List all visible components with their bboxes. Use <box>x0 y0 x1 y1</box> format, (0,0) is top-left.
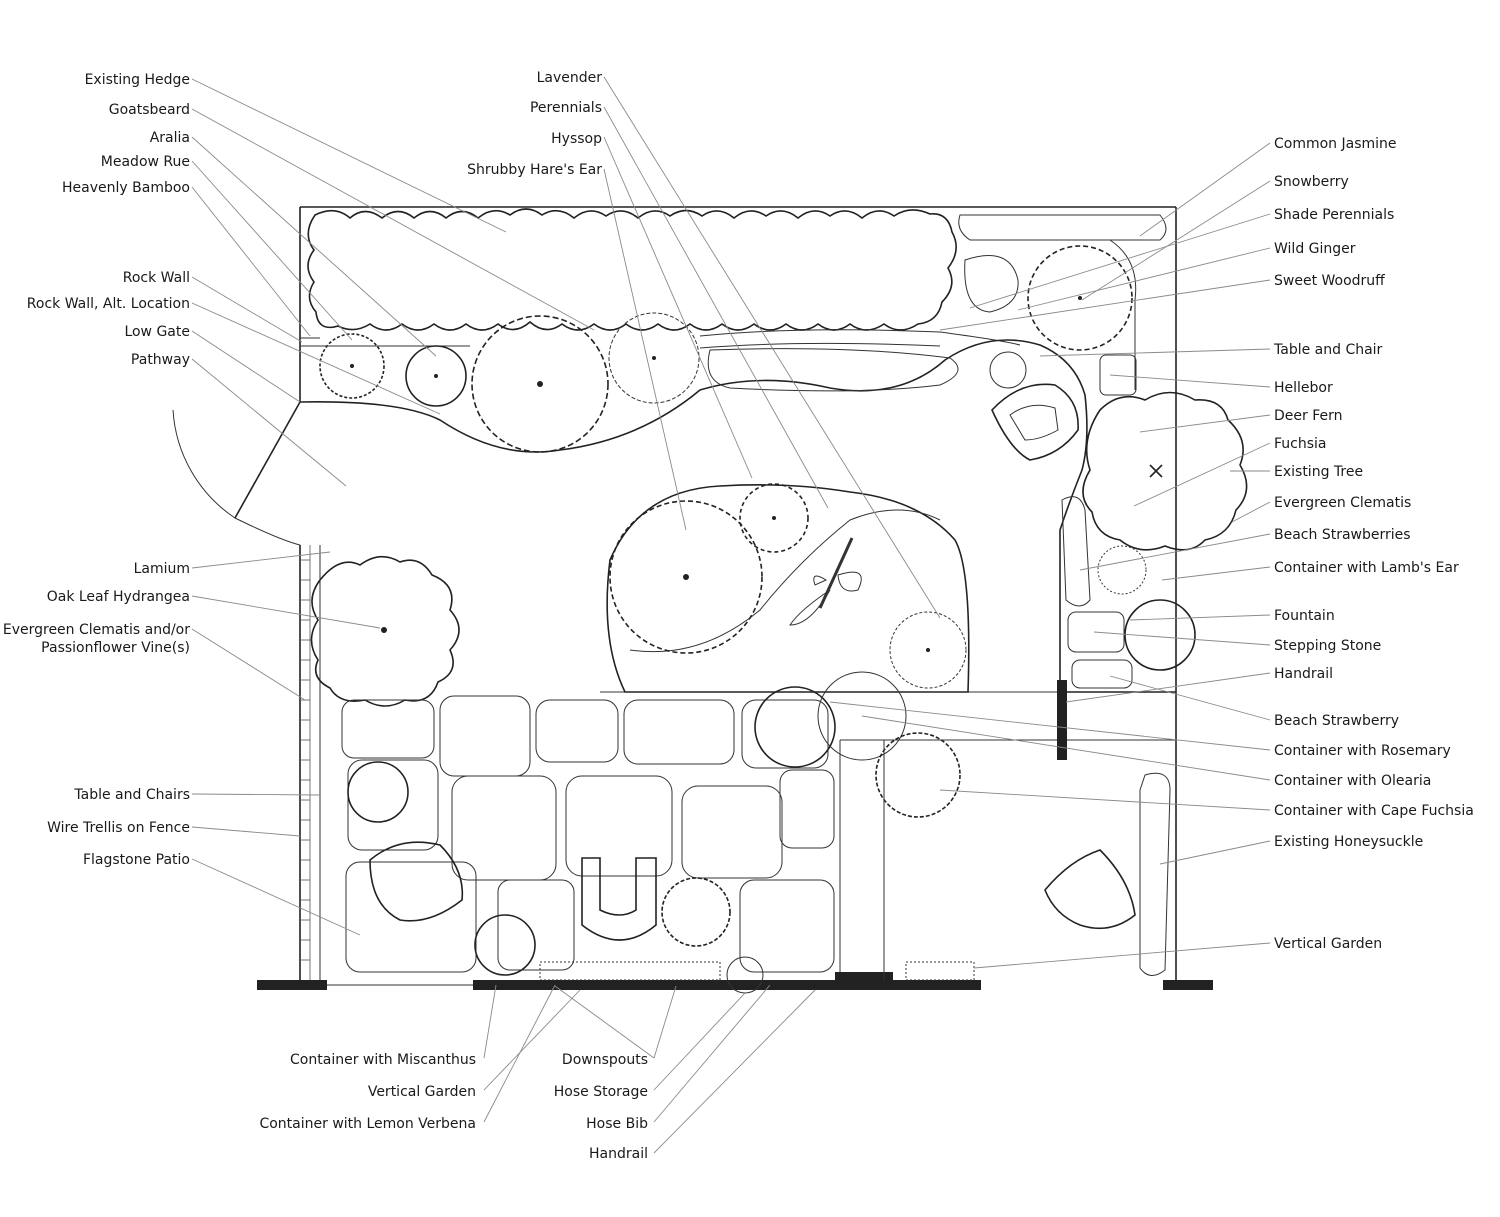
label-aralia: Aralia <box>150 130 190 146</box>
labels-right: Common Jasmine Snowberry Shade Perennial… <box>1273 136 1474 952</box>
handrail-right <box>1057 680 1067 760</box>
patio-chair-right <box>1044 849 1136 930</box>
container-rosemary <box>754 686 836 768</box>
label-container-rosemary: Container with Rosemary <box>1274 743 1451 759</box>
container-cape-fuchsia <box>875 732 961 818</box>
label-meadow-rue: Meadow Rue <box>101 154 190 170</box>
perennial-mound <box>889 611 967 689</box>
label-fountain: Fountain <box>1274 608 1335 624</box>
plant-center-dots <box>350 296 1082 652</box>
pathway <box>299 339 1176 693</box>
house-wall-left <box>257 980 327 990</box>
label-rock-wall-alt: Rock Wall, Alt. Location <box>27 296 190 312</box>
label-deer-fern: Deer Fern <box>1274 408 1343 424</box>
snowberry-shrub <box>1027 245 1133 351</box>
label-container-cape-fuchsia: Container with Cape Fuchsia <box>1274 803 1474 819</box>
handrail-bottom <box>835 972 893 980</box>
heavenly-bamboo-shrub <box>471 315 609 453</box>
label-hellebor: Hellebor <box>1274 380 1333 396</box>
label-common-jasmine: Common Jasmine <box>1274 136 1397 152</box>
flagstone-patio <box>341 695 835 973</box>
label-beach-strawberry: Beach Strawberry <box>1274 713 1399 729</box>
label-vertical-garden-right: Vertical Garden <box>1274 936 1382 952</box>
wire-trellis-fence <box>300 545 311 986</box>
house-wall-right <box>1163 980 1213 990</box>
table-and-chair-upper <box>989 351 1079 461</box>
label-existing-hedge: Existing Hedge <box>85 72 190 88</box>
label-hose-storage: Hose Storage <box>554 1084 648 1100</box>
label-goatsbeard: Goatsbeard <box>109 102 190 118</box>
label-container-miscanthus: Container with Miscanthus <box>290 1052 476 1068</box>
oak-leaf-hydrangea <box>310 555 460 707</box>
aralia-shrub <box>405 345 467 407</box>
label-vertical-garden-bottom: Vertical Garden <box>368 1084 476 1100</box>
fountain <box>1124 599 1196 671</box>
label-oak-leaf-hydrangea: Oak Leaf Hydrangea <box>47 589 190 605</box>
label-sweet-woodruff: Sweet Woodruff <box>1274 273 1385 289</box>
label-handrail-right: Handrail <box>1274 666 1333 682</box>
shade-perennials-bed <box>958 214 1167 241</box>
label-snowberry: Snowberry <box>1274 174 1349 190</box>
label-evergreen-clematis-left: Evergreen Clematis and/or <box>3 622 190 638</box>
low-gate <box>172 401 301 546</box>
labels-top: Lavender Perennials Hyssop Shrubby Hare'… <box>467 70 602 178</box>
hyssop-shrub <box>739 483 809 553</box>
labels-left: Existing Hedge Goatsbeard Aralia Meadow … <box>3 72 190 868</box>
dragonfly-icon <box>789 537 862 626</box>
label-shade-perennials: Shade Perennials <box>1274 207 1394 223</box>
label-stepping-stone: Stepping Stone <box>1274 638 1381 654</box>
label-table-and-chair: Table and Chair <box>1273 342 1383 358</box>
label-container-lambs-ear: Container with Lamb's Ear <box>1274 560 1459 576</box>
container-lambs-ear <box>1097 545 1147 595</box>
label-table-and-chairs: Table and Chairs <box>73 787 190 803</box>
existing-tree <box>1082 391 1248 551</box>
container-miscanthus <box>661 877 731 947</box>
container-lemon-verbena <box>474 914 536 976</box>
label-perennials: Perennials <box>530 100 602 116</box>
label-wild-ginger: Wild Ginger <box>1274 241 1356 257</box>
shrubby-hares-ear-shrub <box>609 500 763 654</box>
goatsbeard-shrub <box>319 333 385 399</box>
vertical-garden-center <box>539 961 721 981</box>
label-existing-honeysuckle: Existing Honeysuckle <box>1274 834 1423 850</box>
honeysuckle-bed <box>1139 772 1171 976</box>
site-boundary <box>257 206 1213 990</box>
perennial-island <box>606 484 970 693</box>
meadow-rue-shrub <box>608 312 700 404</box>
container-olearia <box>817 671 907 761</box>
house-wall-center <box>473 980 981 990</box>
label-passionflower-vine: Passionflower Vine(s) <box>41 640 190 656</box>
label-hose-bib: Hose Bib <box>586 1116 648 1132</box>
label-existing-tree: Existing Tree <box>1274 464 1363 480</box>
label-handrail-bottom: Handrail <box>589 1146 648 1162</box>
label-heavenly-bamboo: Heavenly Bamboo <box>62 180 190 196</box>
label-container-olearia: Container with Olearia <box>1274 773 1431 789</box>
label-wire-trellis: Wire Trellis on Fence <box>47 820 190 836</box>
label-lamium: Lamium <box>134 561 190 577</box>
label-rock-wall: Rock Wall <box>123 270 190 286</box>
patio-chair-left <box>369 841 464 922</box>
stepping-stones-right <box>1067 354 1137 689</box>
label-low-gate: Low Gate <box>124 324 190 340</box>
labels-bottom: Container with Miscanthus Vertical Garde… <box>259 1052 648 1162</box>
label-lavender: Lavender <box>537 70 603 86</box>
label-evergreen-clematis: Evergreen Clematis <box>1274 495 1411 511</box>
patio-table <box>347 761 409 823</box>
lavender-bed <box>707 348 959 392</box>
leader-lines <box>191 76 1271 1154</box>
label-downspouts: Downspouts <box>562 1052 648 1068</box>
label-pathway: Pathway <box>131 352 190 368</box>
label-container-lemon-verbena: Container with Lemon Verbena <box>259 1116 476 1132</box>
rock-wall <box>300 329 1021 349</box>
vertical-garden-right <box>905 961 975 981</box>
label-flagstone-patio: Flagstone Patio <box>83 852 190 868</box>
label-beach-strawberries: Beach Strawberries <box>1274 527 1411 543</box>
label-shrubby-hares-ear: Shrubby Hare's Ear <box>467 162 602 178</box>
existing-hedge <box>307 208 957 331</box>
label-hyssop: Hyssop <box>551 131 602 147</box>
label-fuchsia: Fuchsia <box>1274 436 1327 452</box>
patio-chair-center <box>581 857 657 941</box>
beach-strawberry-bed <box>1061 496 1091 607</box>
